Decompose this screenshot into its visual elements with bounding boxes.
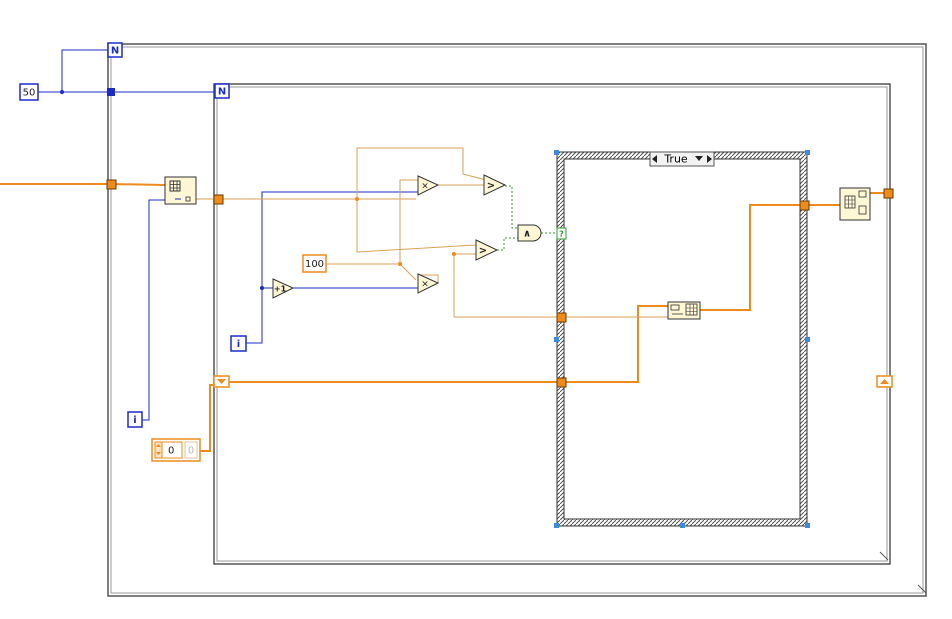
array-icon [685,303,698,316]
and-gate-node[interactable]: ∧ [517,224,542,242]
case-output-tunnel [799,200,810,211]
up-arrow-icon [880,379,889,384]
outer-loop-tunnel [107,88,115,96]
case-next-arrow-icon[interactable] [707,155,712,163]
svg-text:∧: ∧ [523,229,531,240]
svg-text:×: × [421,280,429,290]
array-input-tunnel [106,179,117,190]
inner-count-terminal[interactable]: N [214,83,230,99]
multiply-node-bottom[interactable]: × [417,273,440,294]
wire-junction [452,252,456,256]
multiply-node-top[interactable]: × [417,175,440,196]
array-icon [169,180,181,192]
outer-count-terminal[interactable]: N [107,42,123,58]
wire-junction [60,90,64,94]
wire-junction [355,197,359,201]
case-selector-label: True [663,153,688,166]
shift-register-right[interactable] [876,375,893,388]
increment-icon [156,444,161,447]
array-icon [844,195,856,209]
svg-text:N: N [218,87,226,98]
integer-wires [38,49,418,421]
build-array-node[interactable] [839,187,871,221]
wire-junction [398,262,402,266]
inner-for-loop[interactable] [213,83,891,565]
greater-than-node-top[interactable]: > [483,174,507,196]
svg-text:i: i [133,415,136,426]
threshold-constant[interactable]: 100 [302,254,327,273]
element-tunnel [213,194,224,205]
svg-text:N: N [111,46,119,57]
case-prev-arrow-icon[interactable] [652,155,657,163]
shift-register-init-constant[interactable]: 0 0 [151,438,201,462]
svg-text:?: ? [559,230,564,239]
shift-register-left[interactable] [213,375,230,388]
loop-count-constant[interactable]: 50 [19,83,39,101]
init-index-value: 0 [168,446,174,457]
init-element-value: 0 [188,446,194,457]
index-array-node[interactable] [164,176,197,205]
svg-text:+1: +1 [274,285,287,294]
case-structure[interactable] [554,150,810,528]
svg-text:×: × [421,182,429,192]
loop-output-tunnel [883,188,894,199]
chevron-down-icon[interactable] [695,156,703,161]
greater-than-node-bottom[interactable]: > [475,239,499,261]
case-input-tunnel [556,312,567,323]
case-array-tunnel [556,377,567,388]
wire-junction [260,286,264,290]
outer-iteration-terminal[interactable]: i [127,411,143,428]
scalar-wires [196,147,668,318]
increment-node[interactable]: +1 [272,278,295,299]
svg-text:100: 100 [305,259,324,270]
case-selector[interactable]: True [649,151,715,167]
case-selector-terminal[interactable]: ? [556,227,567,240]
decrement-icon [156,452,161,455]
svg-text:i: i [237,339,240,350]
inner-iteration-terminal[interactable]: i [230,335,247,352]
svg-text:50: 50 [23,88,36,99]
svg-text:>: > [479,246,487,257]
down-arrow-icon [217,379,226,384]
boolean-wires [497,185,560,251]
svg-text:>: > [487,181,495,192]
outer-for-loop[interactable] [107,43,927,597]
replace-array-subset-node[interactable] [667,301,701,320]
